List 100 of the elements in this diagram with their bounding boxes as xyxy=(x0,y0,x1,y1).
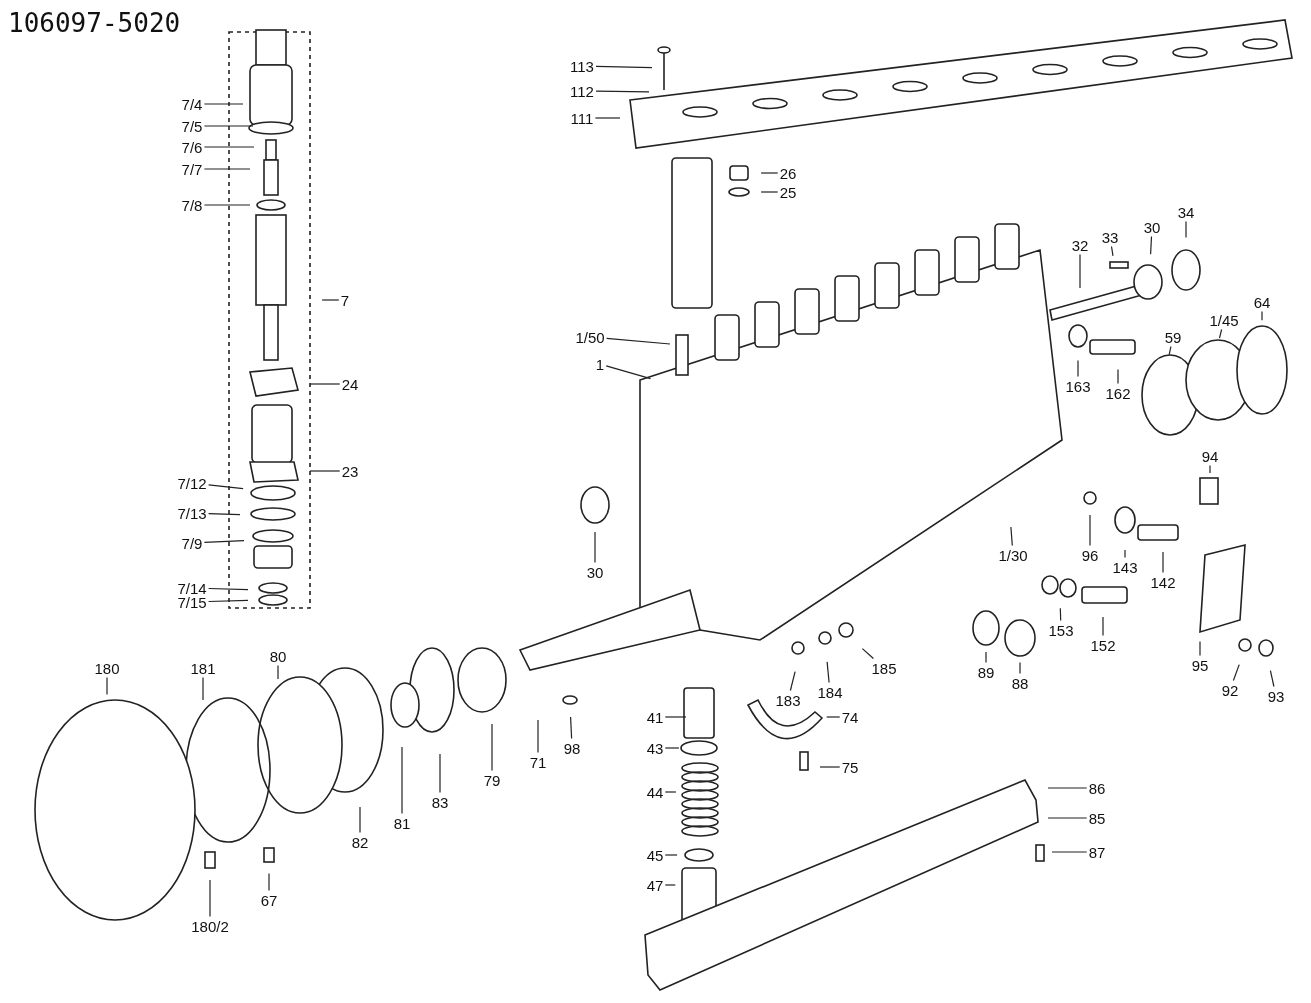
leader-line xyxy=(1019,661,1021,675)
callout-number: 95 xyxy=(1191,656,1209,674)
callout-number: 89 xyxy=(977,663,995,681)
callout-number: 7/6 xyxy=(181,138,203,156)
leader-line xyxy=(760,191,779,193)
callout-number: 83 xyxy=(431,793,449,811)
callout-number: 75 xyxy=(841,758,859,776)
callout-number: 7/9 xyxy=(181,534,203,552)
leader-line xyxy=(664,884,676,886)
callout-number: 45 xyxy=(646,846,664,864)
leader-line xyxy=(208,599,249,603)
part-number-heading: 106097-5020 xyxy=(8,8,181,38)
leader-line xyxy=(1089,514,1091,547)
leader-line xyxy=(664,747,680,749)
leader-line xyxy=(1199,640,1201,657)
callout-number: 23 xyxy=(341,462,359,480)
callout-number: 180 xyxy=(94,659,120,677)
callout-number: 1 xyxy=(595,355,605,373)
leader-line xyxy=(1010,526,1013,547)
leader-line xyxy=(1261,310,1263,321)
callout-number: 33 xyxy=(1101,228,1119,246)
leader-line xyxy=(309,383,341,385)
leader-line xyxy=(1117,368,1119,385)
leader-line xyxy=(1209,464,1211,474)
leader-line xyxy=(203,146,255,148)
leader-line xyxy=(1077,360,1079,378)
leader-line xyxy=(208,513,241,516)
callout-number: 30 xyxy=(1143,218,1161,236)
callout-number: 59 xyxy=(1164,328,1182,346)
leader-line xyxy=(1162,551,1164,574)
callout-number: 32 xyxy=(1071,236,1089,254)
leader-line xyxy=(595,65,653,69)
callout-number: 26 xyxy=(779,164,797,182)
leader-line xyxy=(985,651,987,664)
callout-number: 87 xyxy=(1088,843,1106,861)
leader-line xyxy=(208,484,244,490)
leader-line xyxy=(826,716,841,718)
callout-number: 181 xyxy=(190,659,216,677)
leader-line xyxy=(277,664,279,680)
callout-number: 79 xyxy=(483,771,501,789)
callout-number: 143 xyxy=(1112,558,1138,576)
leader-line xyxy=(1150,235,1153,255)
leader-line xyxy=(203,168,251,170)
leader-line xyxy=(1047,787,1088,789)
callout-number: 74 xyxy=(841,708,859,726)
leader-line xyxy=(1124,549,1126,559)
callout-number: 185 xyxy=(871,659,897,677)
leader-line xyxy=(664,854,678,856)
leader-line xyxy=(1269,670,1275,688)
callout-number: 7/12 xyxy=(177,474,207,492)
leader-line xyxy=(491,723,493,772)
callout-number: 113 xyxy=(570,57,594,75)
callout-number: 43 xyxy=(646,739,664,757)
leader-line xyxy=(606,337,671,345)
callout-number: 44 xyxy=(646,783,664,801)
leader-line xyxy=(1079,253,1081,289)
leader-line xyxy=(203,204,251,206)
callout-number: 71 xyxy=(529,753,547,771)
callout-number: 88 xyxy=(1011,674,1029,692)
callout-number: 92 xyxy=(1221,681,1239,699)
leader-line xyxy=(1185,220,1187,238)
callout-number: 7/5 xyxy=(181,117,203,135)
callout-number: 1/50 xyxy=(575,328,605,346)
leader-line xyxy=(594,531,596,564)
callout-number: 7/13 xyxy=(177,504,207,522)
leader-line xyxy=(203,103,244,105)
callout-number: 80 xyxy=(269,647,287,665)
callout-number: 7/4 xyxy=(181,95,203,113)
leader-line xyxy=(1168,345,1172,356)
leader-line xyxy=(1218,328,1223,339)
callout-number: 142 xyxy=(1150,573,1176,591)
callout-number: 41 xyxy=(646,708,664,726)
leader-line xyxy=(826,661,830,684)
callout-number: 184 xyxy=(817,683,843,701)
leader-line xyxy=(203,125,254,127)
leader-line xyxy=(359,806,361,834)
leader-line xyxy=(1051,851,1088,853)
leader-line xyxy=(106,676,108,696)
leader-line xyxy=(439,753,441,794)
callout-number: 162 xyxy=(1105,384,1131,402)
callout-number: 7 xyxy=(340,291,350,309)
callout-number: 85 xyxy=(1088,809,1106,827)
callout-number: 163 xyxy=(1065,377,1091,395)
leader-line xyxy=(321,299,340,301)
leader-line xyxy=(208,587,249,591)
leader-line xyxy=(861,648,874,660)
callout-number: 98 xyxy=(563,739,581,757)
callout-number: 47 xyxy=(646,876,664,894)
leader-line xyxy=(209,879,211,918)
leader-line xyxy=(760,172,779,174)
leader-line xyxy=(595,90,650,93)
callout-number: 152 xyxy=(1090,636,1116,654)
callout-number: 25 xyxy=(779,183,797,201)
leader-line xyxy=(1110,245,1114,257)
callout-number: 30 xyxy=(586,563,604,581)
leader-line xyxy=(789,671,796,692)
leader-line xyxy=(664,716,687,718)
leader-line xyxy=(570,716,573,740)
leader-line xyxy=(1232,664,1240,682)
leader-line xyxy=(268,872,270,892)
